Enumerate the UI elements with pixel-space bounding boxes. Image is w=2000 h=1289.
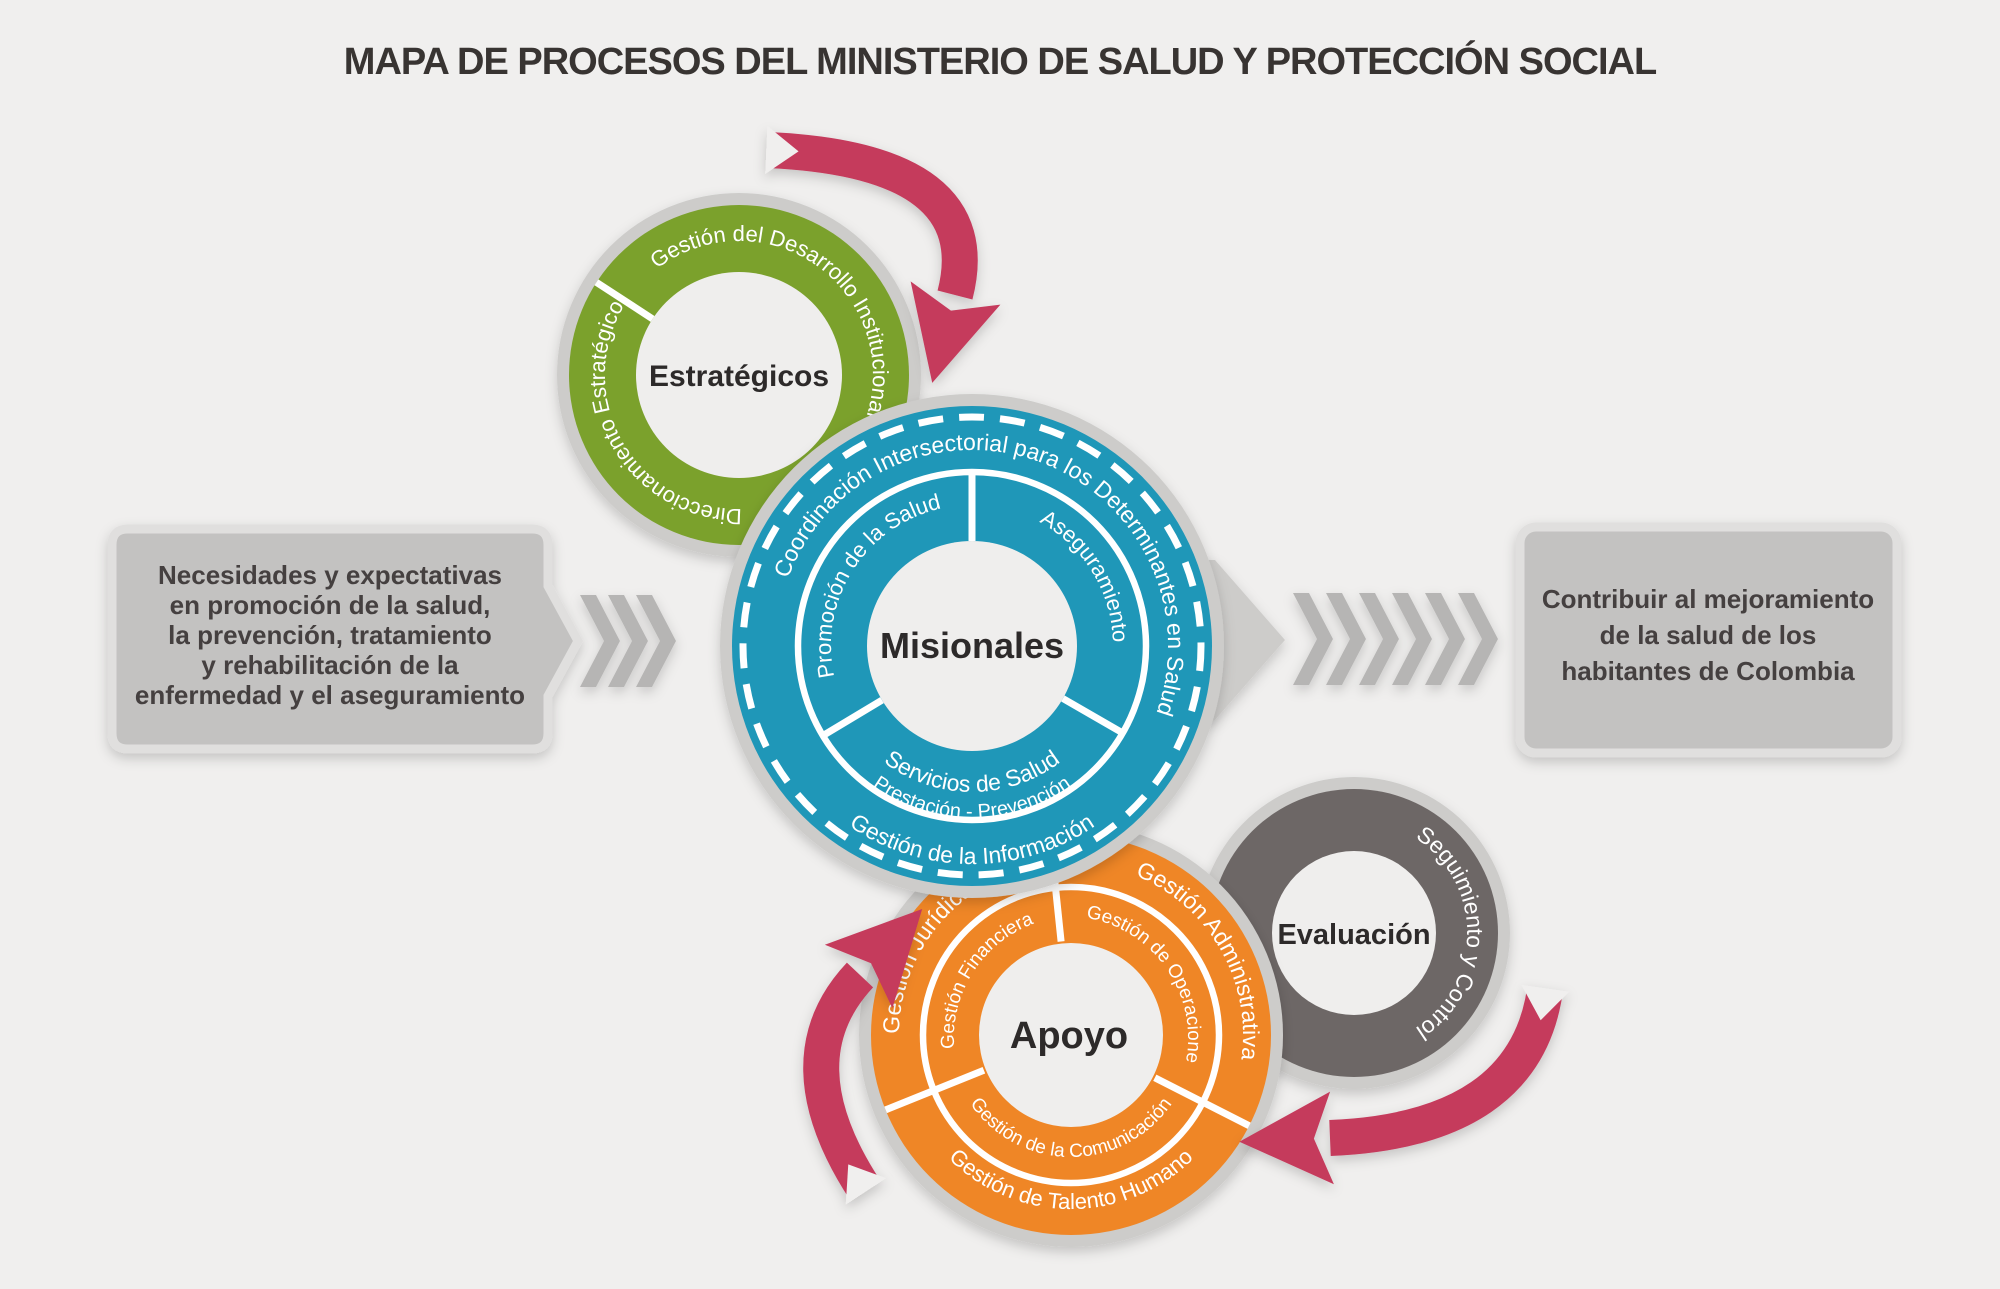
misionales-dashed-border — [739, 413, 1205, 879]
input-chevrons — [580, 595, 676, 687]
input-box: Necesidades y expectativas en promoción … — [107, 524, 584, 754]
misionales-center — [867, 541, 1077, 751]
evaluacion-center — [1272, 851, 1436, 1015]
misionales-circle: Coordinación Intersectorial para los Det… — [720, 394, 1224, 898]
segment-divider — [821, 697, 884, 739]
estrategicos-label: Estratégicos — [649, 360, 829, 393]
apoyo-label: Apoyo — [1010, 1015, 1128, 1057]
output-chevrons — [1293, 593, 1498, 685]
output-box-line: Contribuir al mejoramiento — [1542, 584, 1874, 614]
page-title: MAPA DE PROCESOS DEL MINISTERIO DE SALUD… — [344, 39, 1657, 83]
output-box-line: habitantes de Colombia — [1561, 656, 1855, 686]
input-box-line: la prevención, tratamiento — [168, 620, 492, 650]
input-box-shape — [107, 524, 584, 754]
curved-arrow-left-icon — [803, 908, 923, 1205]
apoyo-center — [979, 943, 1163, 1127]
segment-divider — [594, 279, 655, 322]
cycle-arrows — [765, 125, 1570, 1205]
chevron-right-icon — [1293, 593, 1333, 685]
segment-divider — [1061, 695, 1125, 737]
apoyo-band-separator — [919, 883, 1223, 1187]
misionales-label: Misionales — [880, 625, 1064, 666]
input-box-line: en promoción de la salud, — [170, 590, 491, 620]
evaluacion-label: Evaluación — [1277, 919, 1430, 951]
curved-arrow-top-icon — [765, 125, 1001, 383]
input-box-line: Necesidades y expectativas — [158, 560, 502, 590]
output-box-shape — [1515, 522, 1902, 758]
segment-divider — [1153, 1074, 1251, 1129]
input-box-line: y rehabilitación de la — [201, 650, 459, 680]
curved-arrow-right-icon — [1239, 984, 1570, 1185]
output-box-line: de la salud de los — [1600, 620, 1817, 650]
output-box: Contribuir al mejoramiento de la salud d… — [1515, 522, 1902, 758]
input-box-line: enfermedad y el aseguramiento — [135, 680, 525, 710]
chevron-right-icon — [580, 595, 620, 687]
